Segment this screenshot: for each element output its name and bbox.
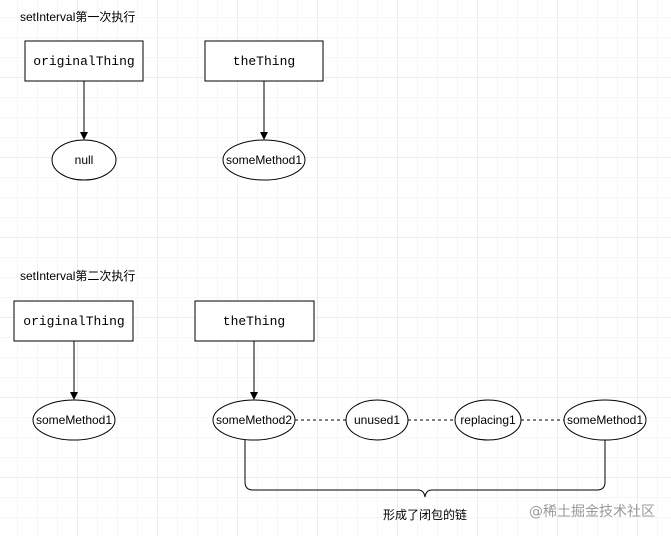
chain-somemethod2-label: someMethod2 bbox=[216, 413, 292, 427]
section1-original-thing-box bbox=[24, 40, 144, 82]
section2-the-thing-box bbox=[194, 300, 315, 342]
section2-original-thing-label: originalThing bbox=[23, 314, 124, 329]
chain-somemethod2-node bbox=[212, 399, 296, 441]
section1-null-node bbox=[51, 139, 117, 181]
section2-somemethod1-node bbox=[32, 399, 116, 441]
section1-the-thing-box bbox=[204, 40, 324, 82]
chain-unused1-node bbox=[345, 399, 409, 441]
section1-title: setInterval第一次执行 bbox=[20, 10, 135, 24]
chain-unused1-label: unused1 bbox=[354, 413, 400, 427]
watermark-text: @稀土掘金技术社区 bbox=[529, 504, 655, 520]
closure-chain-label: 形成了闭包的链 bbox=[383, 507, 467, 522]
section2-the-thing-label: theThing bbox=[223, 314, 285, 329]
section1-null-label: null bbox=[75, 153, 94, 167]
section2-title: setInterval第二次执行 bbox=[20, 269, 135, 283]
section1-somemethod1-label: someMethod1 bbox=[226, 153, 302, 167]
section1-somemethod1-node bbox=[222, 139, 306, 181]
section2-original-thing-box bbox=[13, 300, 134, 342]
section1-original-thing-label: originalThing bbox=[33, 54, 134, 69]
chain-replacing1-label: replacing1 bbox=[460, 413, 516, 427]
chain-somemethod1-label: someMethod1 bbox=[567, 413, 643, 427]
chain-replacing1-node bbox=[454, 399, 522, 441]
section1-the-thing-label: theThing bbox=[233, 54, 295, 69]
section2-somemethod1-label: someMethod1 bbox=[36, 413, 112, 427]
closure-chain-brace bbox=[244, 440, 606, 498]
